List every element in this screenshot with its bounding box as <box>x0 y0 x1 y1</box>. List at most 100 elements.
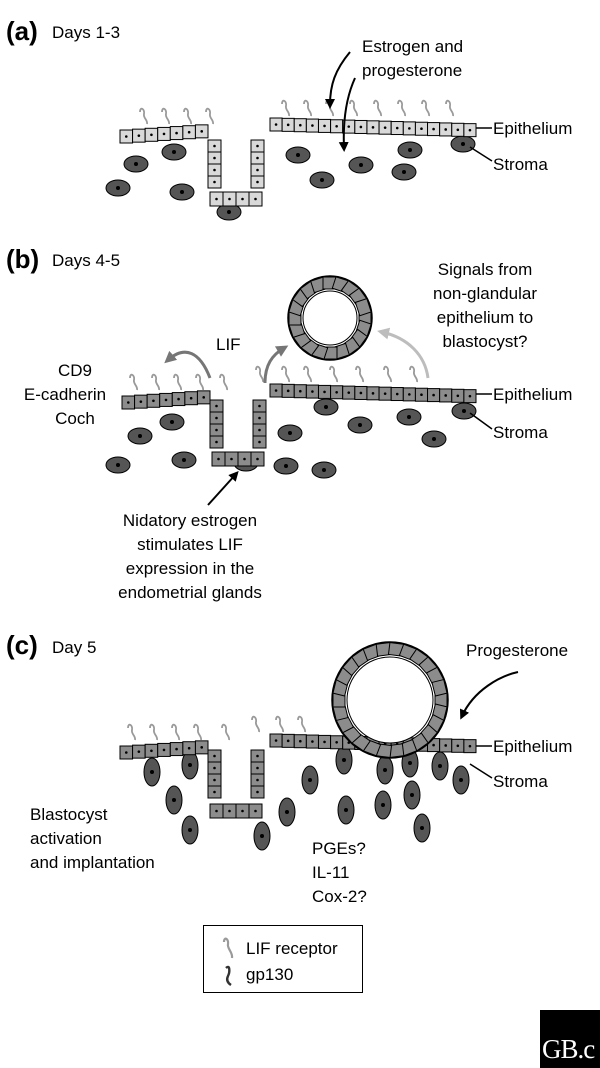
cell-nucleus <box>139 400 143 403</box>
progesterone-arrow <box>459 671 519 720</box>
panel-b-stroma-cells <box>105 398 477 479</box>
cell-nucleus <box>172 150 176 154</box>
stroma-label-b: Stroma <box>493 423 548 442</box>
progesterone-label: Progesterone <box>466 641 569 660</box>
estrogen-arrow-1 <box>325 51 351 109</box>
cell-nucleus <box>461 142 465 146</box>
panel-b-receptors <box>129 365 419 391</box>
cell-nucleus <box>335 390 338 394</box>
cell-nucleus <box>298 739 302 743</box>
cell-nucleus <box>215 809 218 813</box>
cell-nucleus <box>256 790 259 794</box>
cell-nucleus <box>286 389 290 393</box>
cell-nucleus <box>200 746 204 749</box>
cell-nucleus <box>241 197 244 201</box>
cell-nucleus <box>286 739 290 743</box>
activation-line3: and implantation <box>30 853 155 872</box>
cell-nucleus <box>189 396 193 400</box>
lif-receptor-symbol <box>193 723 203 741</box>
cell-nucleus <box>256 168 259 172</box>
panel-c-label: (c) <box>6 630 38 660</box>
cell-nucleus <box>320 178 324 182</box>
legend-lif-receptor-label: LIF receptor <box>246 939 338 958</box>
panel-c-blastocyst <box>331 641 449 759</box>
publisher-logo: GB.c <box>540 1010 600 1068</box>
panel-a-label: (a) <box>6 16 38 46</box>
lif-receptor-symbol <box>127 723 137 741</box>
legend-gp130-icon <box>225 965 232 986</box>
cell-nucleus <box>175 747 178 751</box>
cell-nucleus <box>298 123 302 127</box>
cell-nucleus <box>187 130 191 134</box>
cell-nucleus <box>228 197 231 201</box>
cell-nucleus <box>383 126 387 129</box>
lif-receptor-symbol <box>303 99 313 117</box>
stroma-leader-c <box>469 763 493 779</box>
lif-receptor-symbol <box>303 365 313 383</box>
cell-nucleus <box>260 834 264 838</box>
cell-nucleus <box>408 127 411 130</box>
cell-nucleus <box>359 163 363 167</box>
activation-line2: activation <box>30 829 102 848</box>
signals-line4: blastocyst? <box>442 332 528 351</box>
cell-nucleus <box>468 394 472 398</box>
lif-receptor-symbol <box>409 365 419 383</box>
cell-nucleus <box>230 457 233 461</box>
nidatory-line2: stimulates LIF <box>137 535 243 554</box>
cell-nucleus <box>358 423 362 427</box>
cell-nucleus <box>177 397 180 401</box>
cell-nucleus <box>215 428 218 432</box>
cell-nucleus <box>311 124 314 127</box>
cell-nucleus <box>322 468 326 472</box>
logo-text: GB.c <box>542 1034 595 1064</box>
epithelium-label-a: Epithelium <box>493 119 573 138</box>
panel-b-gland <box>209 399 267 467</box>
cell-nucleus <box>126 401 130 404</box>
cell-nucleus <box>254 809 257 813</box>
cell-nucleus <box>462 409 466 413</box>
cell-nucleus <box>175 131 178 135</box>
cell-nucleus <box>182 458 186 462</box>
nidatory-line3: expression in the <box>125 559 255 578</box>
marker-e-cadherin: E-cadherin <box>23 385 107 404</box>
lif-receptor-symbol <box>171 723 181 741</box>
cell-nucleus <box>215 197 218 201</box>
cell-nucleus <box>217 457 220 461</box>
marker-coch: Coch <box>55 409 95 428</box>
panel-b-title: Days 4-5 <box>52 251 121 270</box>
panel-a-stroma-cells <box>105 135 476 221</box>
cell-nucleus <box>241 809 244 813</box>
cell-nucleus <box>408 761 412 765</box>
hormone-label-line1: Estrogen and <box>362 37 464 56</box>
lif-receptor-symbol <box>373 99 383 117</box>
lif-receptor-symbol <box>383 365 393 383</box>
cell-nucleus <box>274 123 278 126</box>
cell-nucleus <box>371 126 375 129</box>
lif-receptor-symbol <box>149 723 159 741</box>
lif-receptor-symbol <box>221 723 231 741</box>
cell-nucleus <box>152 399 155 403</box>
cell-nucleus <box>420 826 424 830</box>
lif-receptor-symbol <box>397 99 407 117</box>
lif-arrow-left <box>164 350 212 379</box>
cell-nucleus <box>258 440 261 444</box>
cell-nucleus <box>213 754 216 758</box>
lif-receptor-symbol <box>329 365 339 383</box>
cell-nucleus <box>116 463 120 467</box>
signal-arrow <box>377 327 430 379</box>
cell-nucleus <box>308 778 312 782</box>
cell-nucleus <box>274 389 278 392</box>
cell-nucleus <box>124 135 128 138</box>
cell-nucleus <box>116 186 120 190</box>
cell-nucleus <box>432 127 435 131</box>
cell-nucleus <box>256 156 259 160</box>
cell-nucleus <box>162 748 166 752</box>
cell-nucleus <box>258 428 261 432</box>
cell-nucleus <box>444 128 448 131</box>
cell-nucleus <box>407 415 411 419</box>
lif-receptor-symbol <box>297 715 307 733</box>
cell-nucleus <box>420 127 423 131</box>
cell-nucleus <box>344 808 348 812</box>
cell-nucleus <box>200 130 204 133</box>
cell-nucleus <box>420 393 423 397</box>
